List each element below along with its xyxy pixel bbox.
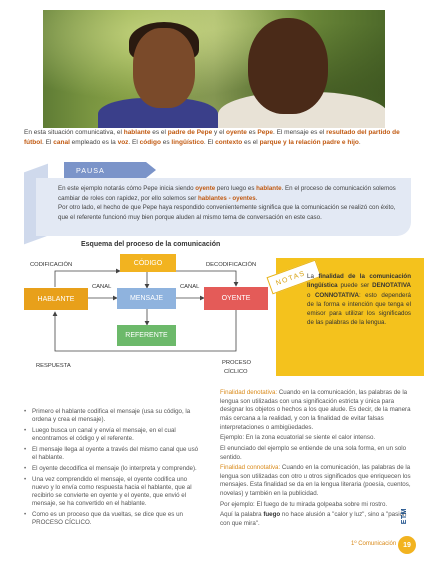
page-number: 19 <box>398 536 416 554</box>
pausa-text: En este ejemplo notarás cómo Pepe inicia… <box>58 184 398 222</box>
brand-logo: ETM <box>401 508 408 525</box>
list-item: Una vez comprendido el mensaje, el oyent… <box>24 476 204 509</box>
box-referente: REFERENTE <box>117 325 176 346</box>
label-canal-left: CANAL <box>92 284 112 290</box>
connotativa-paragraph: Finalidad connotativa: Cuando en la comu… <box>220 464 411 498</box>
diagram-title: Esquema del proceso de la comunicación <box>81 241 221 248</box>
example-2: Por ejemplo: El fuego de tu mirada golpe… <box>220 500 388 508</box>
box-hablante: HABLANTE <box>24 288 88 310</box>
label-proceso: PROCESO <box>222 360 251 366</box>
label-canal-right: CANAL <box>180 284 200 290</box>
process-steps-list: Primero el hablante codifica el mensaje … <box>24 408 204 530</box>
hero-photo <box>43 10 385 128</box>
notas-text: La finalidad de la comunicación lingüíst… <box>307 273 411 327</box>
list-item: Luego busca un canal y envía el mensaje,… <box>24 427 204 443</box>
pausa-tag: PAUSA <box>64 162 156 178</box>
pausa-paragraph-1: En este ejemplo notarás cómo Pepe inicia… <box>58 185 396 202</box>
photo-girl-face <box>133 28 195 108</box>
photo-man-face <box>248 18 328 114</box>
pausa-paragraph-2: Por otro lado, el hecho de que Pepe haya… <box>58 204 396 221</box>
example-1: Ejemplo: En la zona ecuatorial se siente… <box>220 434 376 442</box>
example-2-explanation: Aquí la palabra fuego no hace alusión a … <box>220 511 407 527</box>
label-decodificacion: DECODIFICACIÓN <box>206 262 257 268</box>
finalidad-column: Finalidad denotativa: Cuando en la comun… <box>220 389 416 530</box>
label-respuesta: RESPUESTA <box>36 363 71 369</box>
denotativa-paragraph: Finalidad denotativa: Cuando en la comun… <box>220 389 411 431</box>
box-oyente: OYENTE <box>204 287 268 310</box>
intro-paragraph: En esta situación comunicativa, el habla… <box>24 129 400 146</box>
list-item: El oyente decodifica el mensaje (lo inte… <box>24 465 204 473</box>
label-ciclico: CÍCLICO <box>224 369 248 375</box>
example-1-explanation: El enunciado del ejemplo se entiende de … <box>220 444 407 461</box>
label-codificacion: CODIFICACIÓN <box>30 262 73 268</box>
list-item: El mensaje llega al oyente a través del … <box>24 446 204 462</box>
footer-subject: 1º Comunicación <box>351 541 397 547</box>
list-item: Como es un proceso que da vueltas, se di… <box>24 511 204 527</box>
box-codigo: CÓDIGO <box>120 254 176 272</box>
pausa-box <box>36 178 411 236</box>
list-item: Primero el hablante codifica el mensaje … <box>24 408 204 424</box>
box-mensaje: MENSAJE <box>117 288 176 309</box>
